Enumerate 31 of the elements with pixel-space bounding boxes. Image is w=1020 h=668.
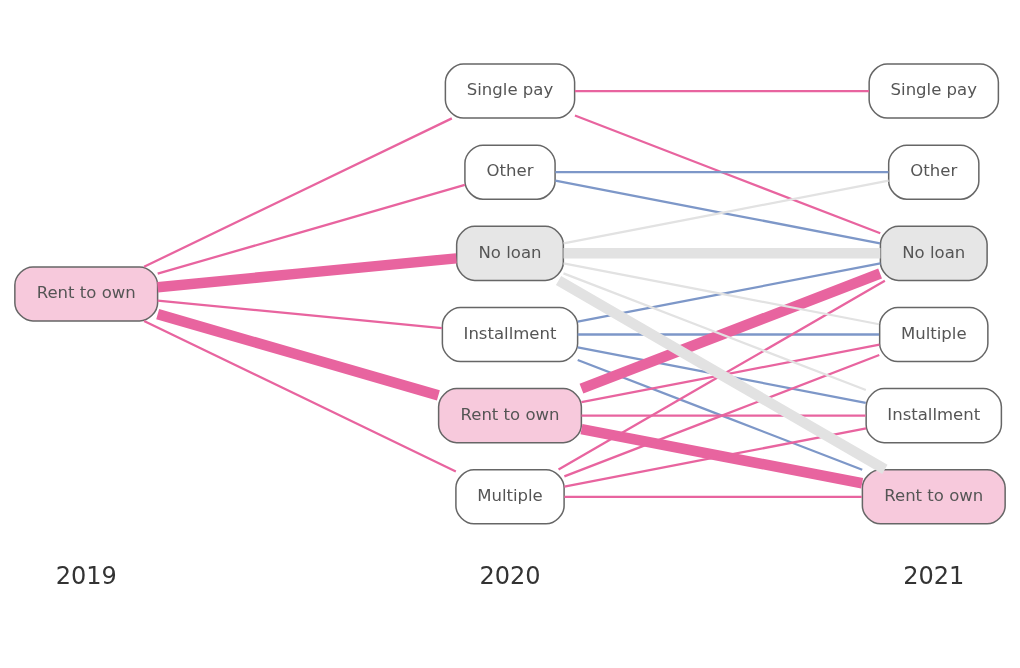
node-box: Installment bbox=[441, 306, 579, 362]
node-box: Other bbox=[464, 143, 556, 200]
connector bbox=[581, 414, 866, 417]
label: 2019 bbox=[55, 561, 117, 590]
label: 2021 bbox=[903, 561, 965, 590]
node-box: Single pay bbox=[868, 62, 1000, 119]
node-box: No loan bbox=[879, 225, 988, 281]
node-box: Multiple bbox=[878, 306, 989, 362]
node-box: Single pay bbox=[444, 62, 576, 119]
connector bbox=[157, 252, 457, 292]
node-box: Multiple bbox=[455, 468, 565, 525]
node-box: Rent to own bbox=[861, 468, 1006, 525]
connector bbox=[574, 114, 881, 234]
connector bbox=[157, 299, 442, 329]
connector bbox=[577, 358, 863, 471]
node-box: Other bbox=[887, 143, 980, 200]
connector bbox=[564, 495, 862, 498]
connector bbox=[563, 353, 880, 477]
connector bbox=[577, 332, 880, 336]
connector bbox=[574, 89, 869, 92]
connector bbox=[143, 319, 457, 472]
node-box: No loan bbox=[455, 225, 565, 281]
connector bbox=[143, 116, 453, 268]
node-box: Rent to own bbox=[437, 387, 583, 443]
node-box: Installment bbox=[865, 387, 1003, 443]
connector bbox=[555, 170, 889, 173]
connector bbox=[157, 183, 466, 275]
connector bbox=[156, 308, 440, 400]
node-box: Rent to own bbox=[14, 265, 159, 322]
label: 2020 bbox=[479, 561, 541, 590]
connector bbox=[563, 247, 881, 259]
